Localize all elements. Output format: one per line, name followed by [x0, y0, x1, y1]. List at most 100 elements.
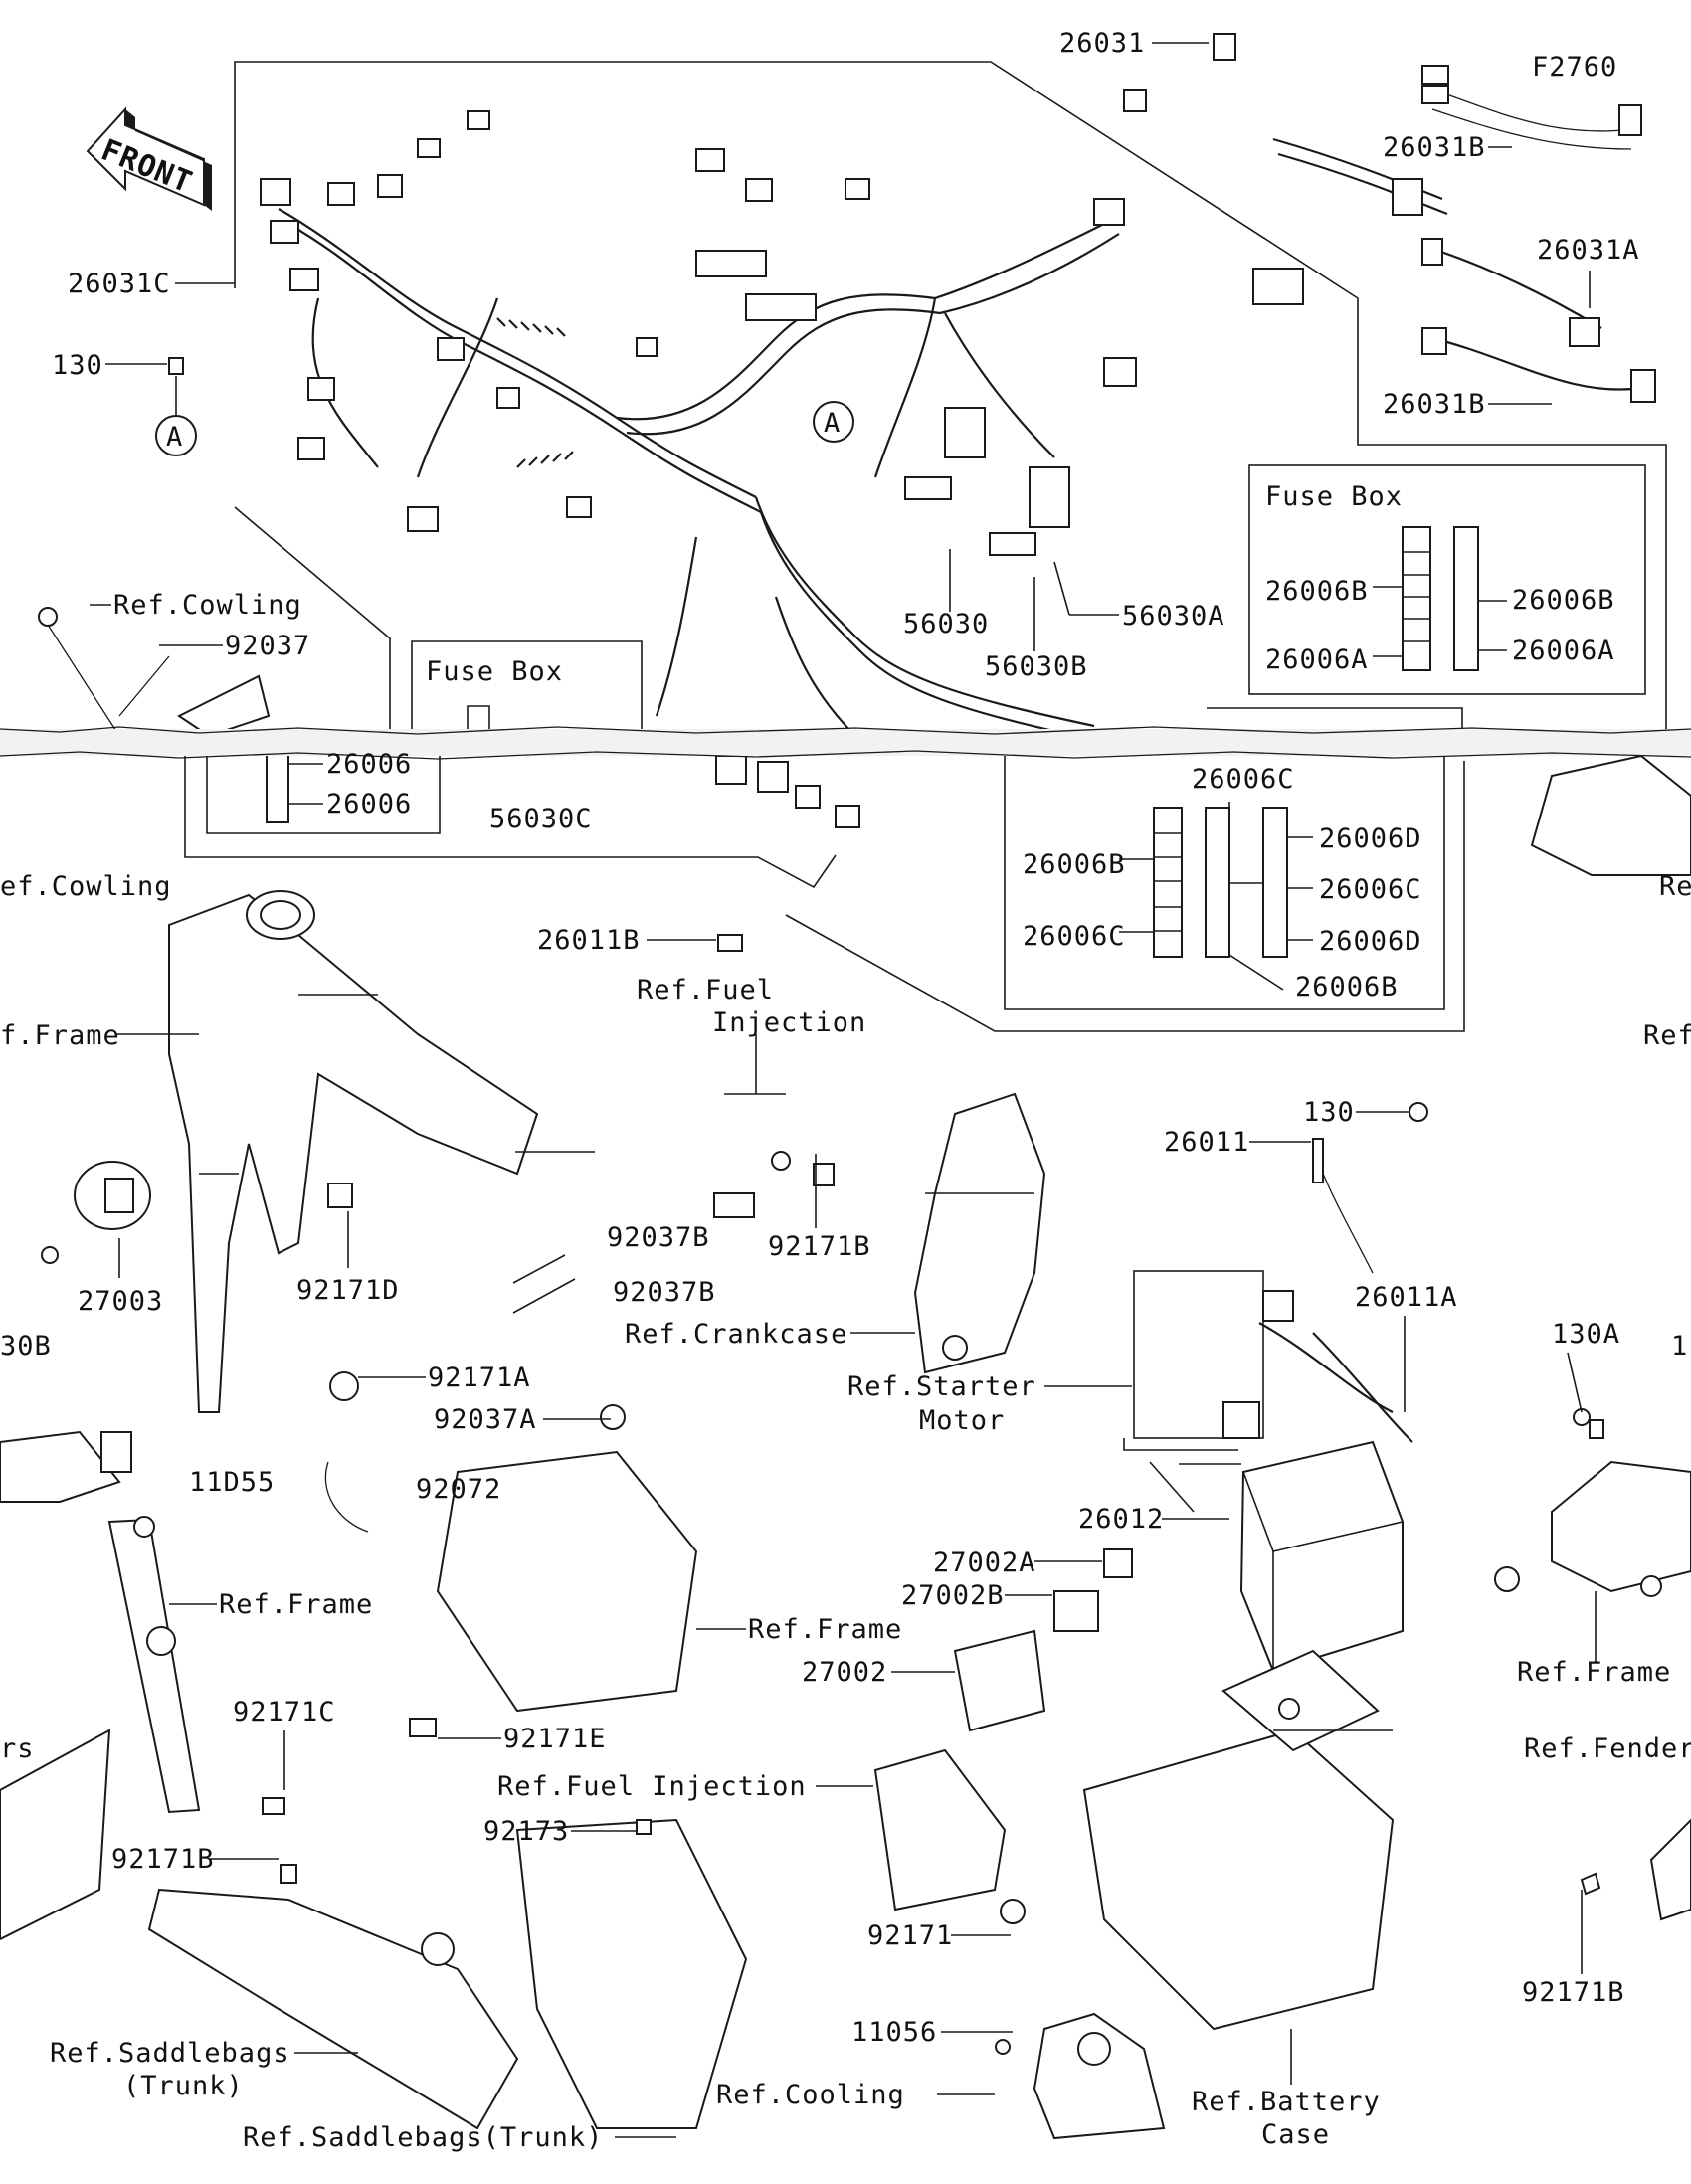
part-label-ref-starter-a: Ref.Starter — [847, 1371, 1036, 1402]
circle-a-label-2: A — [824, 408, 841, 439]
part-label-ref-saddle-1b: (Trunk) — [123, 2071, 244, 2101]
leader-lines — [90, 42, 1597, 2138]
circle-a-label-1: A — [166, 422, 183, 453]
part-label-26006B-r2: 26006B — [1512, 585, 1615, 616]
part-label-11D55: 11D55 — [189, 1467, 275, 1498]
right-fragments — [1494, 754, 1691, 1921]
crankcase — [913, 1092, 1046, 1374]
part-label-30B: 30B — [0, 1331, 52, 1362]
ecu-27002 — [953, 1629, 1046, 1732]
connector-26011b — [717, 934, 743, 952]
fuse-box-left: Fuse Box — [266, 656, 563, 823]
main-harness — [278, 89, 1642, 742]
part-label-56030C: 56030C — [489, 804, 593, 834]
part-label-26006B-m1: 26006B — [1023, 849, 1126, 880]
part-label-ref-fuel-inj-1b: Injection — [712, 1007, 866, 1038]
outline-lines — [184, 61, 1667, 1032]
battery — [1239, 1440, 1404, 1673]
part-label-ref-cowling-1: Ref.Cowling — [113, 590, 302, 621]
torn-band — [0, 726, 1691, 760]
part-label-ref-cooling: Ref.Cooling — [716, 2080, 905, 2110]
part-label-ref-re-1: Re — [1659, 871, 1691, 902]
part-label-92171E: 92171E — [503, 1724, 607, 1754]
relay-26012 — [1222, 1401, 1260, 1439]
part-label-26006-a: 26006 — [326, 749, 412, 780]
part-label-27002: 27002 — [802, 1657, 887, 1688]
part-label-92171B-3: 92171B — [1522, 1977, 1625, 2008]
part-label-ref-battery-a: Ref.Battery — [1192, 2087, 1381, 2117]
part-label-26031C: 26031C — [68, 269, 171, 299]
part-label-27003: 27003 — [78, 1286, 163, 1317]
part-label-26006D-m1: 26006D — [1319, 823, 1422, 854]
fuse-box-label-2: Fuse Box — [426, 656, 563, 687]
part-labels: 2603126031B26031A26031B26031C130Ref.Cowl… — [0, 28, 1691, 2153]
part-label-130-1: 130 — [52, 350, 103, 381]
part-label-26031B-1: 26031B — [1383, 132, 1486, 163]
part-label-ref-fender: Ref.Fender — [1524, 1733, 1691, 1764]
part-label-26011B: 26011B — [537, 925, 641, 956]
part-label-ref-crankcase: Ref.Crankcase — [625, 1319, 847, 1350]
lower-left-fragments — [0, 607, 1591, 2140]
battery-case — [1082, 1729, 1395, 2031]
part-label-26006-b: 26006 — [326, 789, 412, 819]
part-label-ref-starter-b: Motor — [919, 1405, 1005, 1436]
diagram-code: F2760 — [1532, 52, 1617, 83]
part-label-ref-saddle-2: Ref.Saddlebags(Trunk) — [243, 2122, 603, 2153]
circle-a-markers: A A — [155, 357, 854, 456]
part-label-92171: 92171 — [867, 1920, 953, 1951]
part-label-26006B-m2: 26006B — [1295, 972, 1399, 1002]
part-label-92171C: 92171C — [233, 1697, 336, 1728]
part-label-92037B-1: 92037B — [607, 1222, 710, 1253]
part-label-92037: 92037 — [225, 631, 310, 661]
part-label-130A: 130A — [1552, 1319, 1620, 1350]
part-label-26031B-2: 26031B — [1383, 389, 1486, 420]
part-label-27002B: 27002B — [901, 1580, 1005, 1611]
fuse-box-label-1: Fuse Box — [1265, 481, 1403, 512]
part-label-26006D-m2: 26006D — [1319, 926, 1422, 957]
part-label-ref-re-2: Ref — [1643, 1020, 1691, 1051]
battery-area — [873, 1138, 1413, 2031]
part-label-27002A: 27002A — [933, 1547, 1036, 1578]
part-label-ref-saddle-1a: Ref.Saddlebags — [50, 2038, 290, 2069]
part-label-56030A: 56030A — [1122, 601, 1225, 632]
part-label-92171D: 92171D — [296, 1275, 400, 1306]
part-label-ref-battery-b: Case — [1261, 2119, 1330, 2150]
part-label-26011: 26011 — [1164, 1127, 1249, 1158]
part-label-ref-frame-2: Ref.Frame — [219, 1589, 373, 1620]
relay-27002b — [1053, 1590, 1099, 1632]
fuse-box-right: Fuse Box — [1265, 481, 1507, 671]
part-label-130-3: 1 — [1671, 1331, 1688, 1362]
part-label-92171B-2: 92171B — [111, 1844, 215, 1875]
part-label-ref-frame-3: Ref.Frame — [748, 1614, 902, 1645]
part-label-26031A: 26031A — [1537, 235, 1640, 266]
fuse-box-middle — [1119, 802, 1313, 991]
part-label-26006A-r2: 26006A — [1512, 636, 1615, 666]
part-label-92037A: 92037A — [434, 1404, 537, 1435]
part-label-92037B-2: 92037B — [613, 1277, 716, 1308]
part-label-26006C-m2: 26006C — [1319, 874, 1422, 905]
part-label-26006A-r1: 26006A — [1265, 644, 1369, 675]
part-label-rs: rs — [0, 1733, 35, 1764]
fuse-box-right-frame — [1248, 464, 1646, 695]
part-label-26006C-t: 26006C — [1192, 764, 1295, 795]
part-label-26006C-m1: 26006C — [1023, 921, 1126, 952]
part-label-ref-cowling-2: ef.Cowling — [0, 871, 172, 902]
front-arrow-icon: FRONT — [86, 106, 212, 211]
part-label-26012: 26012 — [1078, 1504, 1164, 1535]
part-label-26006B-r1: 26006B — [1265, 576, 1369, 607]
part-label-56030: 56030 — [903, 609, 989, 639]
part-label-26011A: 26011A — [1355, 1282, 1458, 1313]
part-label-92072: 92072 — [416, 1474, 501, 1505]
part-label-11056: 11056 — [851, 2017, 937, 2048]
part-label-92173: 92173 — [483, 1816, 569, 1847]
relay-27002a — [1103, 1548, 1133, 1578]
part-label-26031: 26031 — [1059, 28, 1145, 59]
frame-left — [74, 890, 539, 1413]
part-label-92171B-1: 92171B — [768, 1231, 871, 1262]
part-label-92171A: 92171A — [428, 1363, 531, 1393]
part-label-130-2: 130 — [1303, 1097, 1355, 1128]
part-label-ref-fuel-inj-1a: Ref.Fuel — [637, 975, 774, 1005]
part-label-ref-frame-4: Ref.Frame — [1517, 1657, 1671, 1688]
